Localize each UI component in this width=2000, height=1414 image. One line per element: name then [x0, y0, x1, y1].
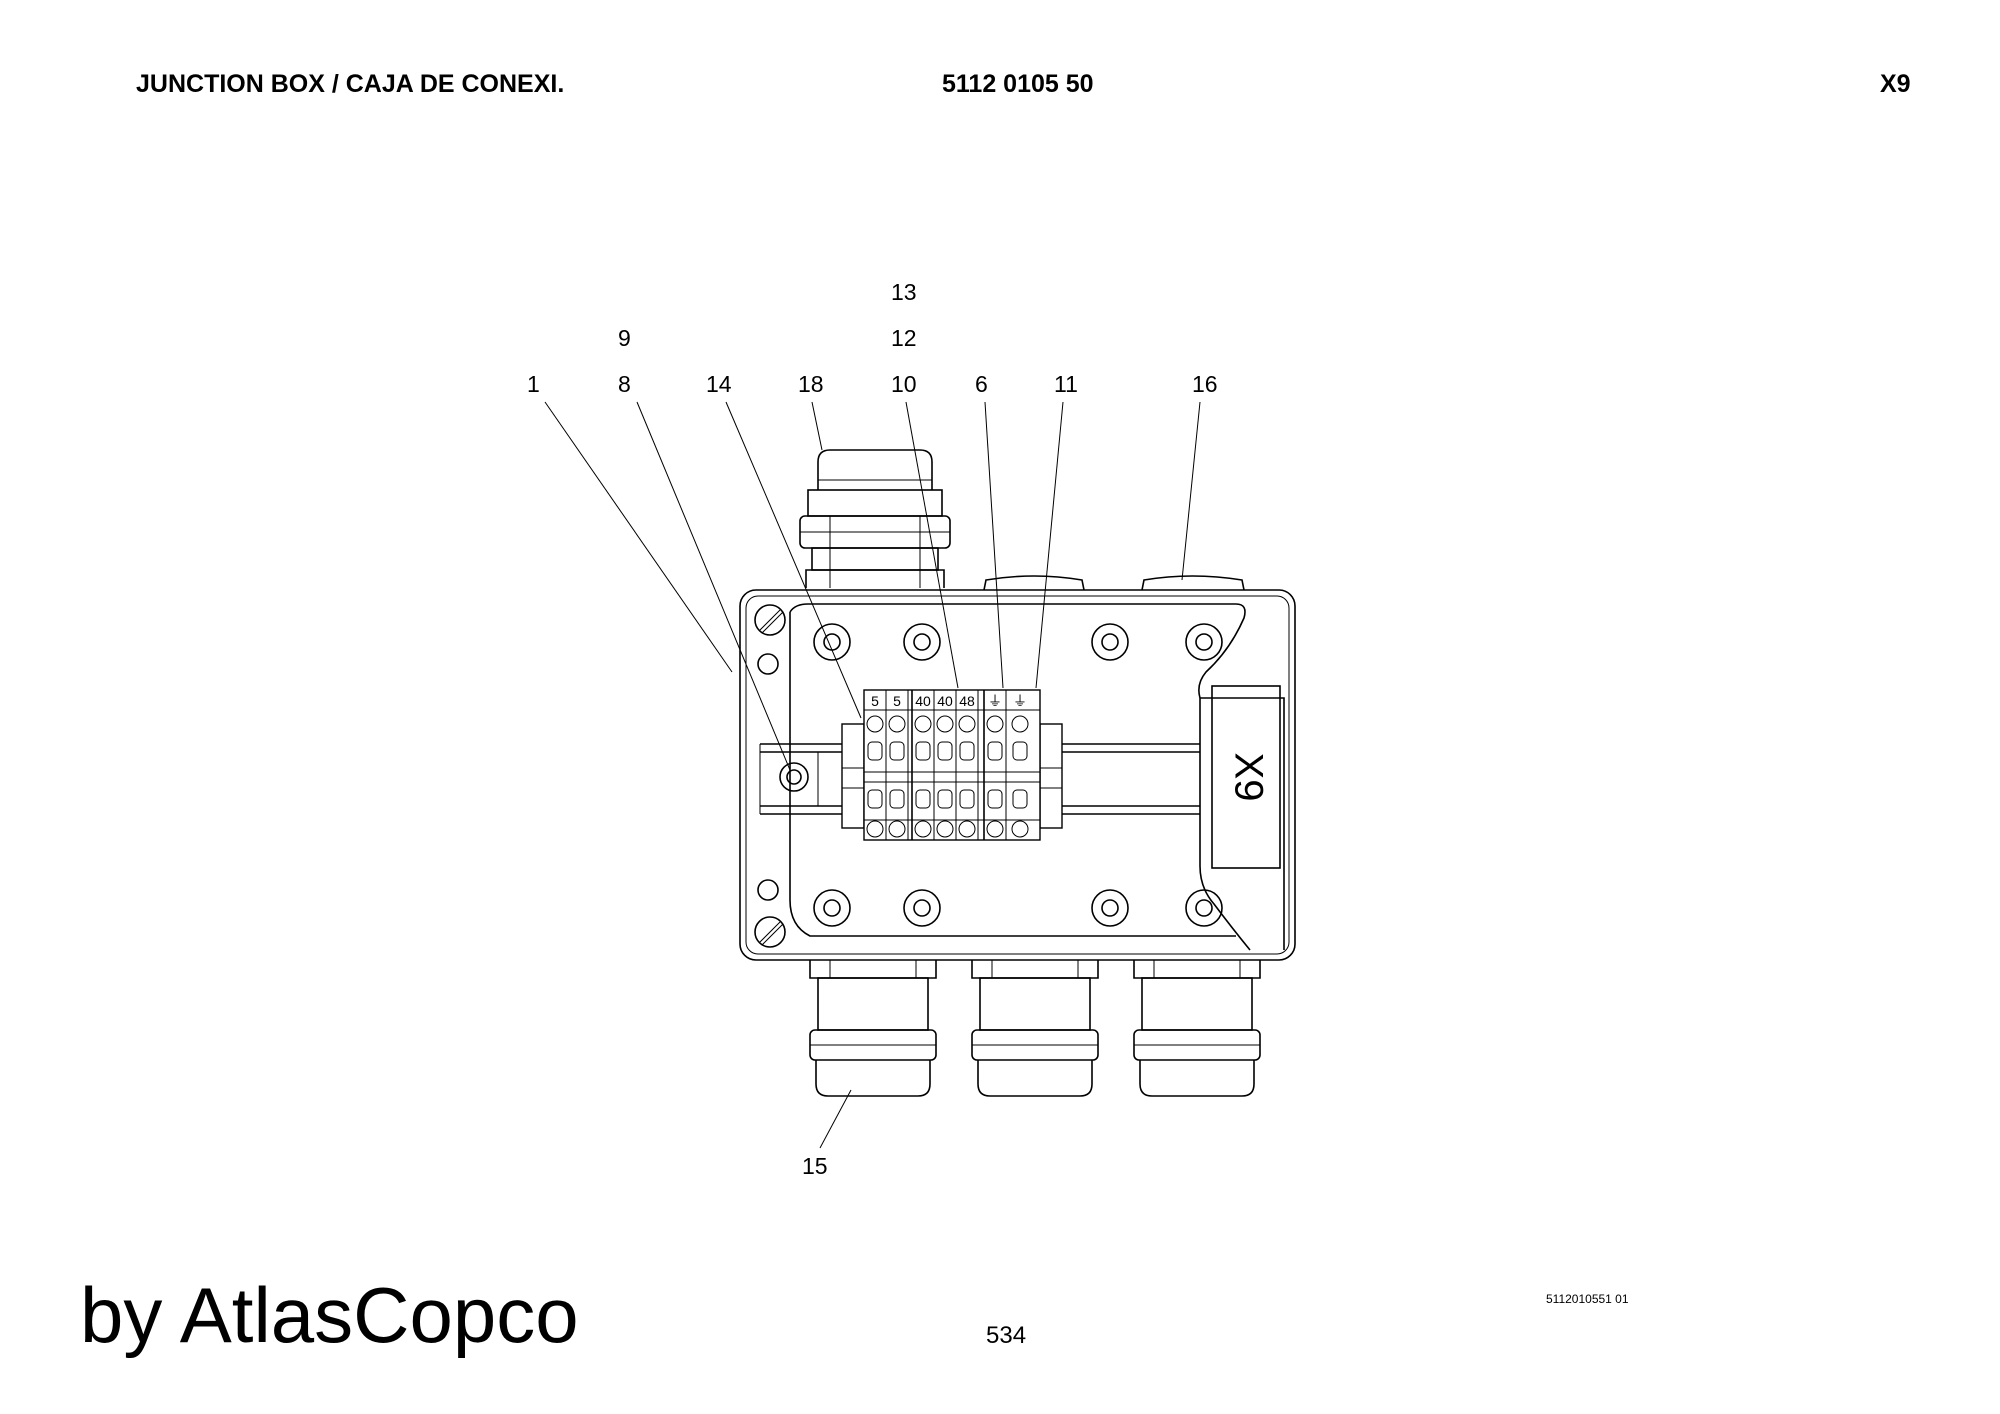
- mounting-holes: [813, 623, 1223, 927]
- document-reference: 5112010551 01: [1546, 1292, 1629, 1306]
- callout-6: 6: [975, 371, 988, 397]
- terminal-labels: 5 5 40 40 48 ⏚ ⏚: [871, 693, 1027, 709]
- terminal-label: 48: [959, 693, 975, 709]
- terminal-block: [863, 689, 1041, 841]
- callout-16: 16: [1192, 371, 1218, 397]
- earth-terminal-label: ⏚: [988, 693, 1002, 709]
- top-cable-gland: [799, 449, 951, 588]
- callout-1: 1: [527, 371, 540, 397]
- top-plug-middle: [983, 575, 1085, 591]
- rail-screw-head: [786, 769, 802, 785]
- page-number: 534: [986, 1322, 1027, 1349]
- earth-terminal-label: ⏚: [1013, 693, 1027, 709]
- corner-screws: [754, 604, 786, 948]
- top-plug-right: [1141, 575, 1245, 591]
- terminal-screws-upper: [866, 715, 1029, 761]
- diagram-code: X9: [1880, 70, 1911, 98]
- terminal-label: 40: [937, 693, 953, 709]
- page-title: JUNCTION BOX / CAJA DE CONEXI.: [136, 70, 565, 98]
- rail-screw: [779, 762, 809, 792]
- terminal-screws-lower: [866, 789, 1029, 838]
- callout-9: 9: [618, 325, 631, 351]
- terminal-label: 5: [893, 693, 901, 709]
- callout-8: 8: [618, 371, 631, 397]
- bottom-cable-gland-middle: [971, 960, 1099, 1097]
- bottom-cable-gland-left: [809, 960, 937, 1097]
- label-plate: [1211, 685, 1281, 869]
- callout-13: 13: [891, 279, 917, 305]
- terminal-label: 5: [871, 693, 879, 709]
- callout-12: 12: [891, 325, 917, 351]
- terminal-label: 40: [915, 693, 931, 709]
- brand-watermark: by AtlasCopco: [80, 1271, 579, 1359]
- callout-10: 10: [891, 371, 917, 397]
- part-number: 5112 0105 50: [942, 70, 1094, 98]
- junction-box-housing: [739, 589, 1296, 961]
- callout-11: 11: [1054, 371, 1078, 397]
- bottom-cable-gland-right: [1133, 960, 1261, 1097]
- callout-18: 18: [798, 371, 824, 397]
- box-label: X9: [1226, 753, 1270, 802]
- callout-15: 15: [802, 1153, 828, 1179]
- callout-14: 14: [706, 371, 732, 397]
